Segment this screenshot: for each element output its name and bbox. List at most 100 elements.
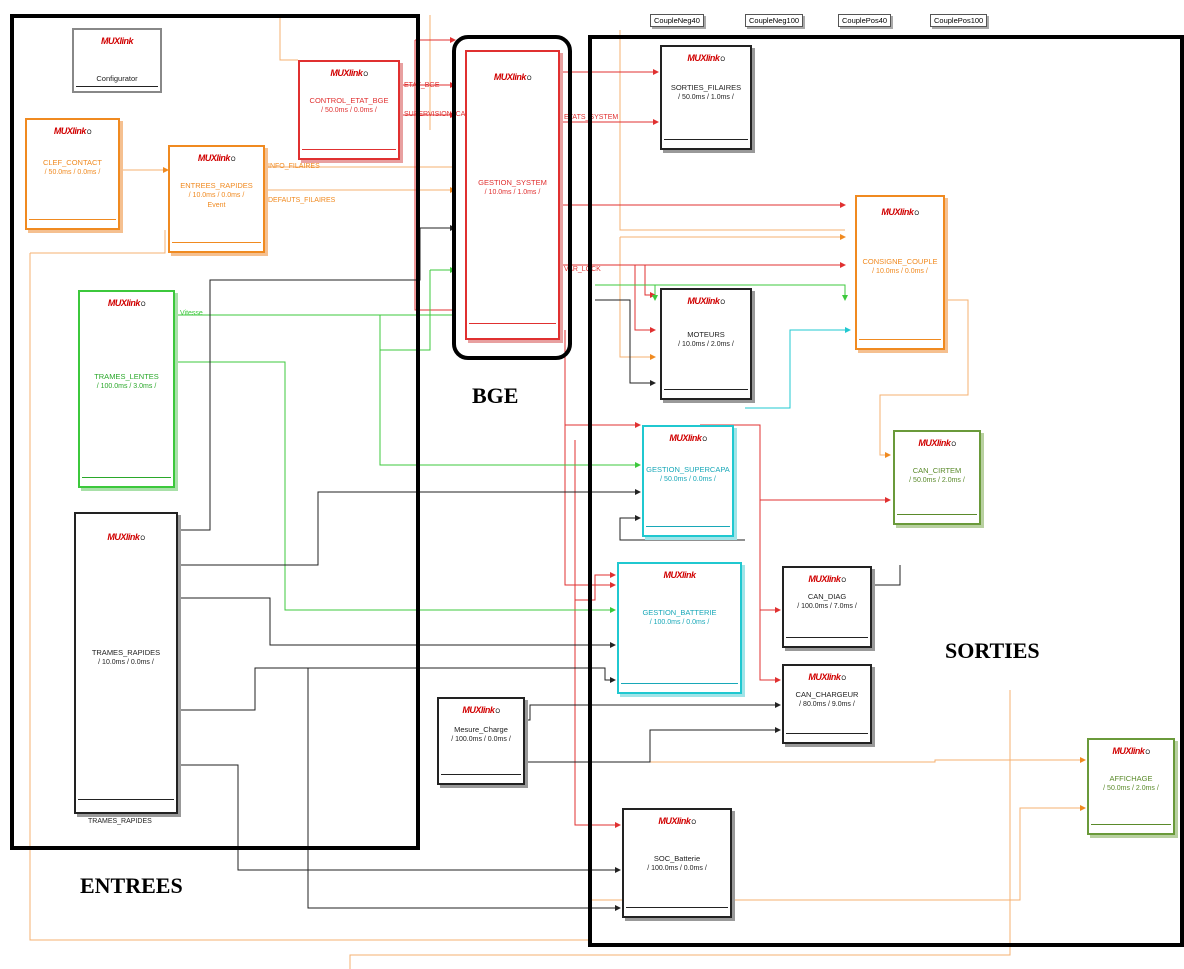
block-divider (441, 774, 521, 775)
block-name: GESTION_BATTERIE (642, 608, 717, 617)
block-gestion-system[interactable]: MUXlinkO GESTION_SYSTEM / 10.0ms / 1.0ms… (465, 50, 560, 340)
block-control-etat-bge[interactable]: MUXlinkO CONTROL_ETAT_BGE / 50.0ms / 0.0… (298, 60, 400, 160)
muxlink-logo: MUXlink (100, 36, 134, 46)
block-divider (646, 526, 730, 527)
block-name: Configurator (96, 74, 138, 83)
block-name: SORTIES_FILAIRES (670, 83, 742, 92)
muxlink-logo: MUXlinkO (1112, 746, 1150, 756)
trames-rapides-caption: TRAMES_RAPIDES (88, 818, 152, 825)
muxlink-logo: MUXlinkO (669, 433, 707, 443)
block-trames-lentes[interactable]: MUXlinkO TRAMES_LENTES / 100.0ms / 3.0ms… (78, 290, 175, 488)
block-timing: / 50.0ms / 2.0ms / (1103, 785, 1159, 792)
block-divider (29, 219, 116, 220)
block-configurator[interactable]: MUXlink Configurator (72, 28, 162, 93)
block-gestion-supercapa[interactable]: MUXlinkO GESTION_SUPERCAPA / 50.0ms / 0.… (642, 425, 734, 537)
block-timing: / 100.0ms / 7.0ms / (797, 603, 857, 610)
muxlink-logo: MUXlinkO (330, 68, 368, 78)
block-event: Event (207, 202, 226, 209)
block-divider (621, 683, 738, 684)
block-can-cirtem[interactable]: MUXlinkO CAN_CIRTEM / 50.0ms / 2.0ms / (893, 430, 981, 525)
block-divider (76, 86, 158, 87)
block-timing: / 10.0ms / 2.0ms / (678, 341, 734, 348)
tag-couple-pos100[interactable]: CouplePos100 (930, 14, 988, 27)
label-sorties: SORTIES (945, 638, 1040, 663)
muxlink-logo: MUXlinkO (197, 153, 236, 163)
block-divider (1091, 824, 1171, 825)
block-name: CONSIGNE_COUPLE (862, 257, 938, 266)
block-timing: / 50.0ms / 2.0ms / (909, 477, 965, 484)
block-divider (302, 149, 396, 150)
block-name: CAN_CIRTEM (912, 466, 962, 475)
tag-couple-pos40[interactable]: CouplePos40 (838, 14, 892, 27)
block-divider (664, 139, 748, 140)
block-timing: / 10.0ms / 0.0ms / (188, 192, 245, 199)
signal-vitesse: Vitesse (180, 310, 203, 317)
muxlink-logo: MUXlinkO (687, 53, 725, 63)
block-entrees-rapides[interactable]: MUXlinkO ENTREES_RAPIDES / 10.0ms / 0.0m… (168, 145, 265, 253)
block-trames-rapides[interactable]: MUXlinkO TRAMES_RAPIDES / 10.0ms / 0.0ms… (74, 512, 178, 814)
block-divider (172, 242, 261, 243)
block-divider (469, 323, 556, 324)
block-soc-batterie[interactable]: MUXlinkO SOC_Batterie / 100.0ms / 0.0ms … (622, 808, 732, 918)
block-sorties-filaires[interactable]: MUXlinkO SORTIES_FILAIRES / 50.0ms / 1.0… (660, 45, 752, 150)
block-name: GESTION_SUPERCAPA (646, 465, 730, 474)
block-timing: / 50.0ms / 1.0ms / (678, 94, 734, 101)
block-name: ENTREES_RAPIDES (180, 181, 253, 190)
block-name: CLEF_CONTACT (42, 158, 103, 167)
signal-info-filaires: INFO_FILAIRES (268, 163, 320, 170)
muxlink-logo: MUXlinkO (808, 574, 846, 584)
muxlink-logo: MUXlinkO (107, 298, 146, 308)
block-divider (626, 907, 728, 908)
muxlink-logo: MUXlinkO (658, 816, 696, 826)
frame-bge (452, 35, 572, 360)
tag-couple-neg100[interactable]: CoupleNeg100 (745, 14, 804, 27)
block-divider (859, 339, 941, 340)
label-bge: BGE (472, 383, 519, 408)
frame-sorties (588, 35, 1184, 947)
block-name: MOTEURS (687, 330, 725, 339)
block-timing: / 100.0ms / 0.0ms / (451, 736, 511, 743)
block-name: TRAMES_LENTES (94, 372, 159, 381)
block-timing: / 10.0ms / 1.0ms / (484, 189, 541, 196)
block-timing: / 50.0ms / 0.0ms / (321, 107, 377, 114)
muxlink-logo: MUXlinkO (687, 296, 725, 306)
block-timing: / 80.0ms / 9.0ms / (799, 701, 855, 708)
block-name: TRAMES_RAPIDES (91, 648, 161, 657)
muxlink-logo: MUXlinkO (808, 672, 846, 682)
block-moteurs[interactable]: MUXlinkO MOTEURS / 10.0ms / 2.0ms / (660, 288, 752, 400)
block-name: AFFICHAGE (1109, 774, 1153, 783)
block-name: CAN_DIAG (807, 592, 847, 601)
block-name: Mesure_Charge (454, 725, 508, 734)
tag-couple-neg40[interactable]: CoupleNeg40 (650, 14, 704, 27)
block-timing: / 100.0ms / 0.0ms / (647, 865, 707, 872)
block-affichage[interactable]: MUXlinkO AFFICHAGE / 50.0ms / 2.0ms / (1087, 738, 1175, 835)
block-can-diag[interactable]: MUXlinkO CAN_DIAG / 100.0ms / 7.0ms / (782, 566, 872, 648)
signal-etat-bge: ETAT_BGE (404, 82, 440, 89)
block-consigne-couple[interactable]: MUXlinkO CONSIGNE_COUPLE / 10.0ms / 0.0m… (855, 195, 945, 350)
signal-var-lock: VAR_LOCK (564, 266, 601, 273)
block-name: SOC_Batterie (653, 854, 701, 863)
block-timing: / 10.0ms / 0.0ms / (98, 659, 154, 666)
block-timing: / 10.0ms / 0.0ms / (872, 268, 928, 275)
muxlink-logo: MUXlinkO (493, 72, 532, 82)
block-divider (897, 514, 977, 515)
block-gestion-batterie[interactable]: MUXlink GESTION_BATTERIE / 100.0ms / 0.0… (617, 562, 742, 694)
muxlink-logo: MUXlinkO (462, 705, 500, 715)
muxlink-logo: MUXlinkO (107, 532, 145, 542)
block-divider (786, 637, 868, 638)
block-divider (664, 389, 748, 390)
block-timing: / 100.0ms / 0.0ms / (649, 619, 710, 626)
block-timing: / 100.0ms / 3.0ms / (96, 383, 157, 390)
block-name: CONTROL_ETAT_BGE (309, 96, 389, 105)
signal-supervision-can: SUPERVISION_CAN (404, 111, 471, 118)
frame-entrees (10, 14, 420, 850)
block-clef-contact[interactable]: MUXlinkO CLEF_CONTACT / 50.0ms / 0.0ms / (25, 118, 120, 230)
block-can-chargeur[interactable]: MUXlinkO CAN_CHARGEUR / 80.0ms / 9.0ms / (782, 664, 872, 744)
muxlink-logo: MUXlinkO (53, 126, 92, 136)
block-timing: / 50.0ms / 0.0ms / (660, 476, 716, 483)
block-timing: / 50.0ms / 0.0ms / (44, 169, 101, 176)
label-entrees: ENTREES (80, 873, 183, 898)
block-name: CAN_CHARGEUR (795, 690, 859, 699)
block-mesure-charge[interactable]: MUXlinkO Mesure_Charge / 100.0ms / 0.0ms… (437, 697, 525, 785)
muxlink-logo: MUXlink (663, 570, 696, 580)
